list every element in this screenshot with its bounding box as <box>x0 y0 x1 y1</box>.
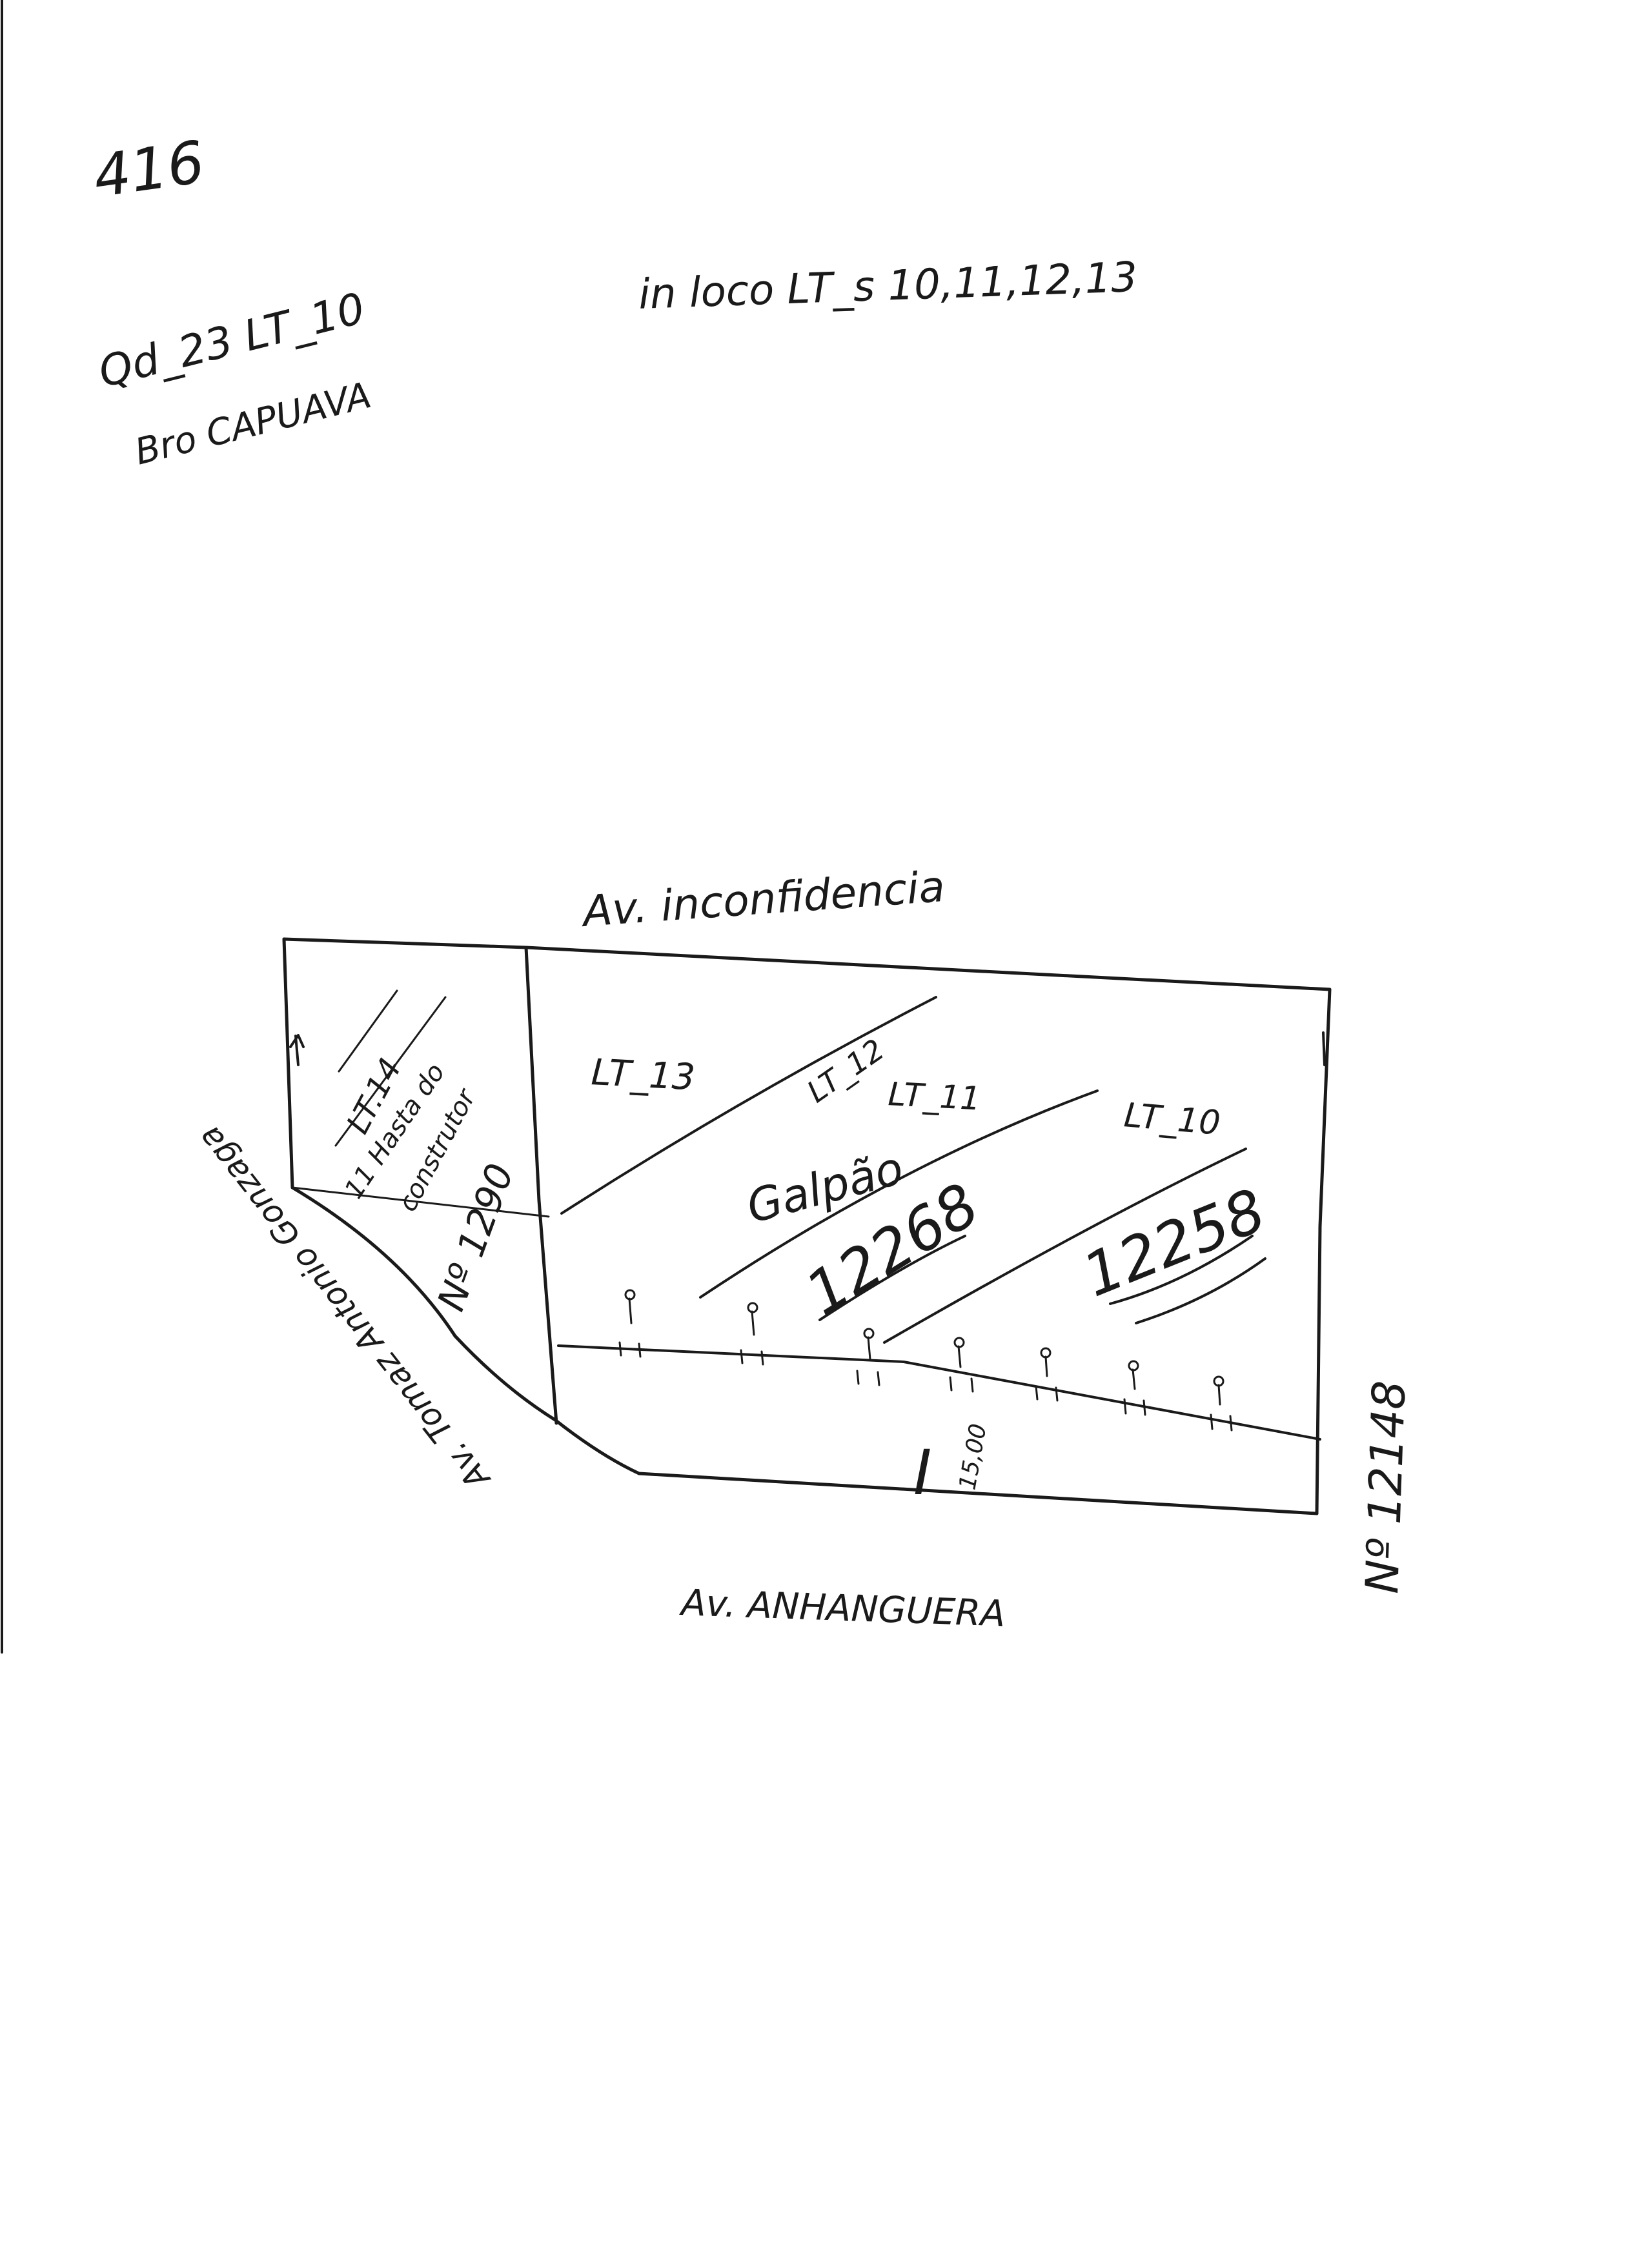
bairro: Bro CAPUAVA <box>131 374 376 474</box>
lot-divider-1 <box>560 996 937 1215</box>
left-edge-arrow <box>289 1034 305 1066</box>
pole-symbol <box>856 1336 880 1386</box>
pole-symbol-head <box>953 1337 965 1348</box>
lot-divider-2 <box>699 1089 1099 1299</box>
underline-12258-a <box>1109 1235 1254 1305</box>
pole-symbol-head <box>1213 1375 1224 1387</box>
pole-symbol <box>949 1345 974 1393</box>
pole-symbol <box>1035 1355 1059 1402</box>
divider-lt14-lt13 <box>524 946 558 1425</box>
lt14-hatch-2 <box>334 996 447 1147</box>
right-edge-tick <box>1322 1031 1326 1066</box>
lot-label-lt13: LT_13 <box>590 1051 696 1099</box>
block-left-edge <box>282 937 294 1190</box>
in-loco-note: in loco LT_s 10,11,12,13 <box>638 254 1138 319</box>
underline-12268-a <box>818 1235 966 1321</box>
pole-symbol <box>1123 1368 1146 1416</box>
house-number-12148: Nº 12148 <box>1356 1380 1416 1595</box>
block-right-edge <box>1315 987 1332 1515</box>
pole-symbol-head <box>747 1302 758 1313</box>
lot-label-lt12: LT_12 <box>800 1032 890 1109</box>
pole-symbol <box>740 1310 764 1366</box>
house-number-1290: Nº 1290 <box>429 1158 522 1317</box>
street-top: Av. inconfidencia <box>579 862 946 937</box>
block-bottom-edge <box>637 1472 1319 1515</box>
lot-label-lt10: LT_10 <box>1123 1096 1222 1143</box>
frontage-width: 15,00 <box>954 1422 991 1492</box>
pole-symbol <box>618 1297 642 1358</box>
page-number: 416 <box>89 128 208 211</box>
pole-symbol-head <box>1128 1360 1139 1372</box>
frontage-symbol: I <box>913 1437 931 1509</box>
house-number-12258: 12258 <box>1073 1176 1274 1311</box>
lot-divider-3 <box>883 1148 1247 1344</box>
block-top-edge <box>282 937 1332 991</box>
block-diagonal-edge <box>290 1186 641 1475</box>
lt14-hatch-1 <box>338 989 398 1073</box>
pole-symbols <box>618 1289 1233 1432</box>
quadra-lote: Qd_23 LT_10 <box>94 283 370 398</box>
lot-label-lt11: LT_11 <box>887 1075 981 1117</box>
pole-symbol-head <box>863 1328 875 1339</box>
pole-symbol-head <box>624 1289 636 1301</box>
street-bottom: Av. ANHANGUERA <box>679 1582 1006 1635</box>
setback-line <box>557 1344 1321 1441</box>
pole-symbol <box>1210 1384 1233 1432</box>
pole-symbol-head <box>1040 1347 1052 1359</box>
lt14-base-line <box>291 1186 550 1218</box>
underline-12258-b <box>1135 1257 1266 1324</box>
